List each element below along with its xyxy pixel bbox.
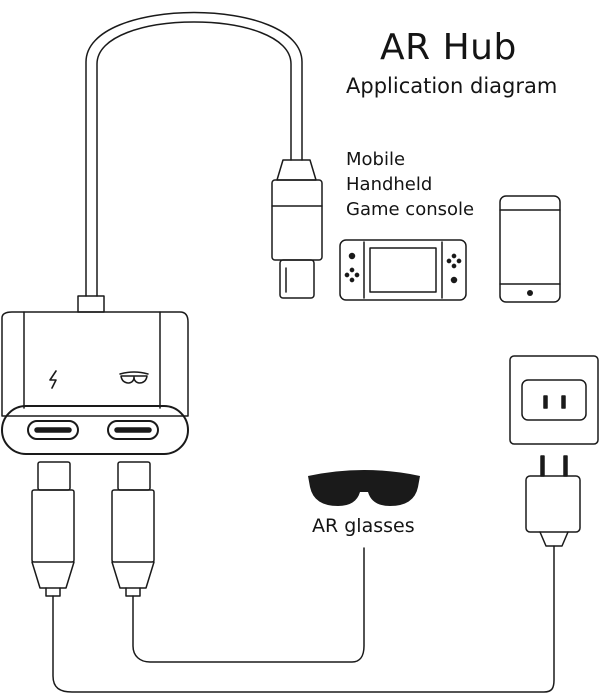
power-wire (52, 545, 555, 693)
ar-glasses-label: AR glasses (312, 515, 415, 537)
host-usb-c-plug (271, 159, 323, 299)
diagram-title: AR Hub (380, 27, 517, 68)
power-usb-c-plug (31, 461, 75, 597)
ar-glasses-icon (308, 470, 420, 506)
lightning-icon (49, 370, 57, 389)
wall-socket-icon (509, 355, 599, 445)
device-label-mobile: Mobile (346, 149, 406, 170)
glasses-usb-c-plug (111, 461, 155, 597)
power-adapter-icon (525, 455, 581, 547)
diagram-subtitle: Application diagram (346, 74, 558, 98)
device-label-game-console: Game console (346, 199, 475, 220)
hub-body (1, 295, 189, 455)
handheld-console-icon (339, 239, 467, 301)
upstream-cable (85, 11, 303, 297)
mobile-phone-icon (499, 195, 561, 303)
glasses-wire (132, 547, 365, 663)
usb-c-port-power (27, 420, 79, 440)
glasses-icon (119, 371, 149, 384)
usb-c-port-glasses (107, 420, 159, 440)
device-label-handheld: Handheld (346, 174, 433, 195)
